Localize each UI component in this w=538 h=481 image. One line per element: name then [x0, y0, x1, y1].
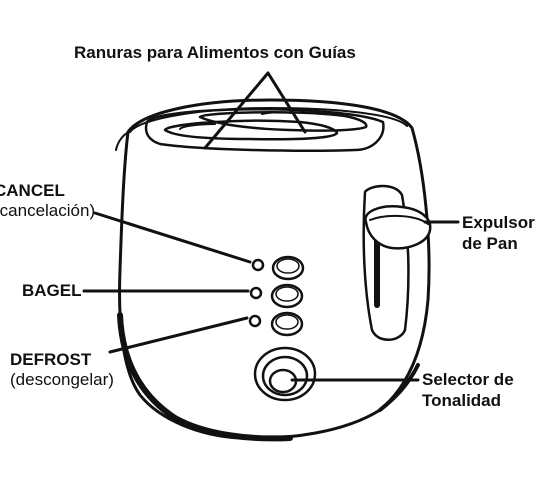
defrost-button — [270, 311, 304, 337]
bagel-label: BAGEL — [22, 281, 82, 300]
cancel-indicator — [251, 258, 265, 272]
ejector-label-line2: de Pan — [462, 234, 518, 253]
ejector-label-line1: Expulsor — [462, 213, 535, 232]
defrost-label: DEFROST — [10, 350, 92, 369]
defrost-indicator — [248, 314, 262, 328]
bagel-indicator — [249, 286, 263, 300]
cancel-label: CANCEL — [0, 181, 65, 200]
slots-label: Ranuras para Alimentos con Guías — [74, 43, 356, 62]
lever-channel — [362, 184, 410, 341]
cancel-button — [271, 255, 305, 281]
slot-housing — [144, 108, 385, 152]
cancel-sublabel: (cancelación) — [0, 201, 96, 220]
bagel-button — [270, 283, 304, 309]
defrost-sublabel: (descongelar) — [10, 370, 114, 389]
bread-slot-front — [163, 119, 339, 141]
selector-label-line2: Tonalidad — [422, 391, 502, 410]
bread-slot-back — [198, 111, 368, 132]
toaster-base-shade — [117, 312, 293, 442]
cancel-leader-line — [93, 211, 252, 264]
shade-selector-ring — [253, 346, 317, 402]
defrost-leader-line — [108, 316, 249, 354]
top-rim — [129, 107, 408, 133]
slots-leader-line — [203, 71, 307, 150]
selector-label-line1: Selector de — [422, 370, 514, 389]
